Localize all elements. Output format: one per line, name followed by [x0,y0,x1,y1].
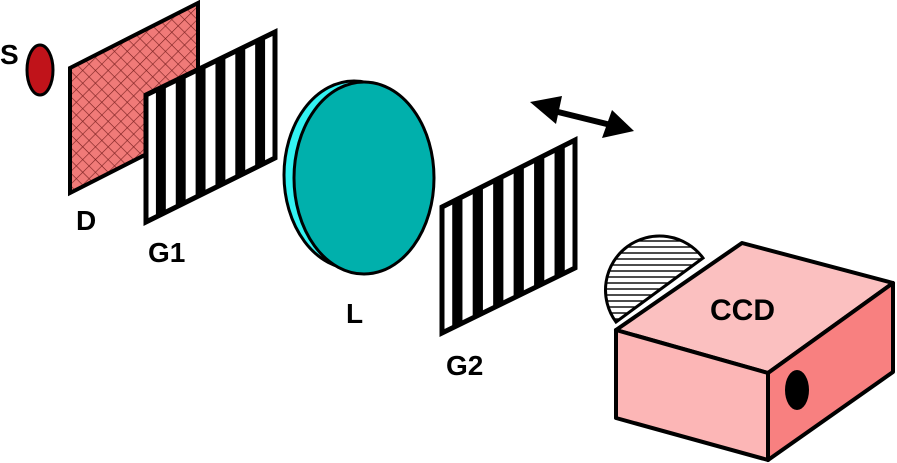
grating-g2-bar [534,150,545,292]
grating-g2-bar [513,160,524,302]
ccd-camera [604,234,895,462]
double-headed-arrow-icon [530,96,634,138]
lens-label: L [346,298,363,329]
grating-g1-bar [255,32,266,174]
camera-aperture [785,370,809,410]
grating-g1-bar [175,70,186,213]
diffuser-label: D [76,205,96,236]
source-label: S [0,39,19,70]
striped-half-disc-icon [604,234,706,325]
grating-g1-bar [195,60,206,203]
grating-g2-bar [554,140,565,282]
grating-g1-bar [215,51,226,194]
grating-g1 [143,27,278,227]
grating2-label: G2 [446,350,483,381]
grating-g2 [439,135,578,338]
camera-label: CCD [710,294,775,327]
light-source [25,43,55,97]
lens [282,79,436,276]
grating1-label: G1 [148,237,185,268]
grating-g1-bar [235,41,246,184]
grating-g2-bar [493,171,504,313]
grating-g2-bar [452,191,463,333]
grating-g2-bar [472,181,483,323]
grating-g1-bar [155,80,166,222]
